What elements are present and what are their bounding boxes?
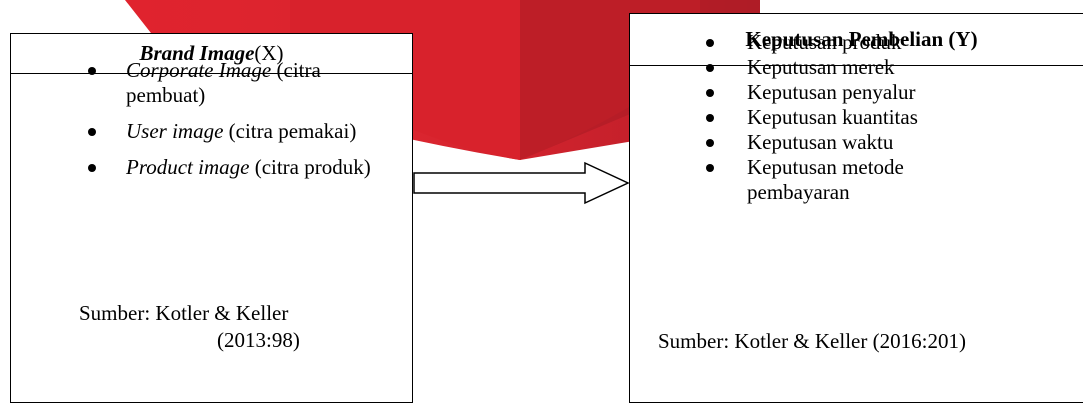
bullet-icon xyxy=(706,64,714,72)
item-label: Keputusan penyalur xyxy=(747,80,916,104)
list-item: Corporate Image (citra pembuat) xyxy=(11,58,411,108)
bullet-icon xyxy=(88,67,96,75)
item-term: Product image xyxy=(126,155,250,179)
item-label: Keputusan kuantitas xyxy=(747,105,918,129)
bullet-icon xyxy=(706,114,714,122)
bullet-icon xyxy=(706,89,714,97)
bullet-icon xyxy=(88,128,96,136)
list-item: Keputusan waktu xyxy=(630,130,1083,155)
bullet-icon xyxy=(88,164,96,172)
purchase-decision-list: Keputusan produk Keputusan merek Keputus… xyxy=(630,30,1083,205)
bullet-icon xyxy=(706,39,714,47)
list-item: Keputusan penyalur xyxy=(630,80,1083,105)
list-item: Keputusan merek xyxy=(630,55,1083,80)
item-label: Keputusan merek xyxy=(747,55,895,79)
purchase-decision-title: Keputusan Pembelian (Y) xyxy=(630,14,1083,66)
list-item: Keputusan metode pembayaran xyxy=(630,155,1083,205)
item-gloss: (citra pemakai) xyxy=(223,119,357,143)
item-gloss: (citra pembuat) xyxy=(126,58,321,107)
list-item: Product image (citra produk) xyxy=(11,155,411,180)
item-label: Keputusan produk xyxy=(747,30,902,54)
source-line-2: (2013:98) xyxy=(217,328,300,352)
item-gloss: (citra produk) xyxy=(249,155,371,179)
brand-image-title-italic: Brand Image xyxy=(139,41,255,65)
brand-image-title: Brand Image (X) xyxy=(11,34,412,74)
list-item: Keputusan produk xyxy=(630,30,1083,55)
bullet-icon xyxy=(706,164,714,172)
list-item: User image (citra pemakai) xyxy=(11,119,411,144)
brand-image-title-variable: (X) xyxy=(254,41,284,65)
brand-image-box: Brand Image (X) Corporate Image (citra p… xyxy=(10,33,413,403)
item-term: User image xyxy=(126,119,224,143)
bullet-icon xyxy=(706,139,714,147)
list-item: Keputusan kuantitas xyxy=(630,105,1083,130)
purchase-decision-box: Keputusan Pembelian (Y) Keputusan produk… xyxy=(629,13,1083,403)
item-label: Keputusan metode pembayaran xyxy=(747,155,904,204)
brand-image-list: Corporate Image (citra pembuat) User ima… xyxy=(11,58,411,191)
purchase-decision-source: Sumber: Kotler & Keller (2016:201) xyxy=(658,329,966,353)
brand-image-source: Sumber: Kotler & Keller (2013:98) xyxy=(79,300,399,354)
item-label: Keputusan waktu xyxy=(747,130,894,154)
item-term: Corporate Image xyxy=(126,58,272,82)
source-line-1: Sumber: Kotler & Keller xyxy=(79,301,289,325)
